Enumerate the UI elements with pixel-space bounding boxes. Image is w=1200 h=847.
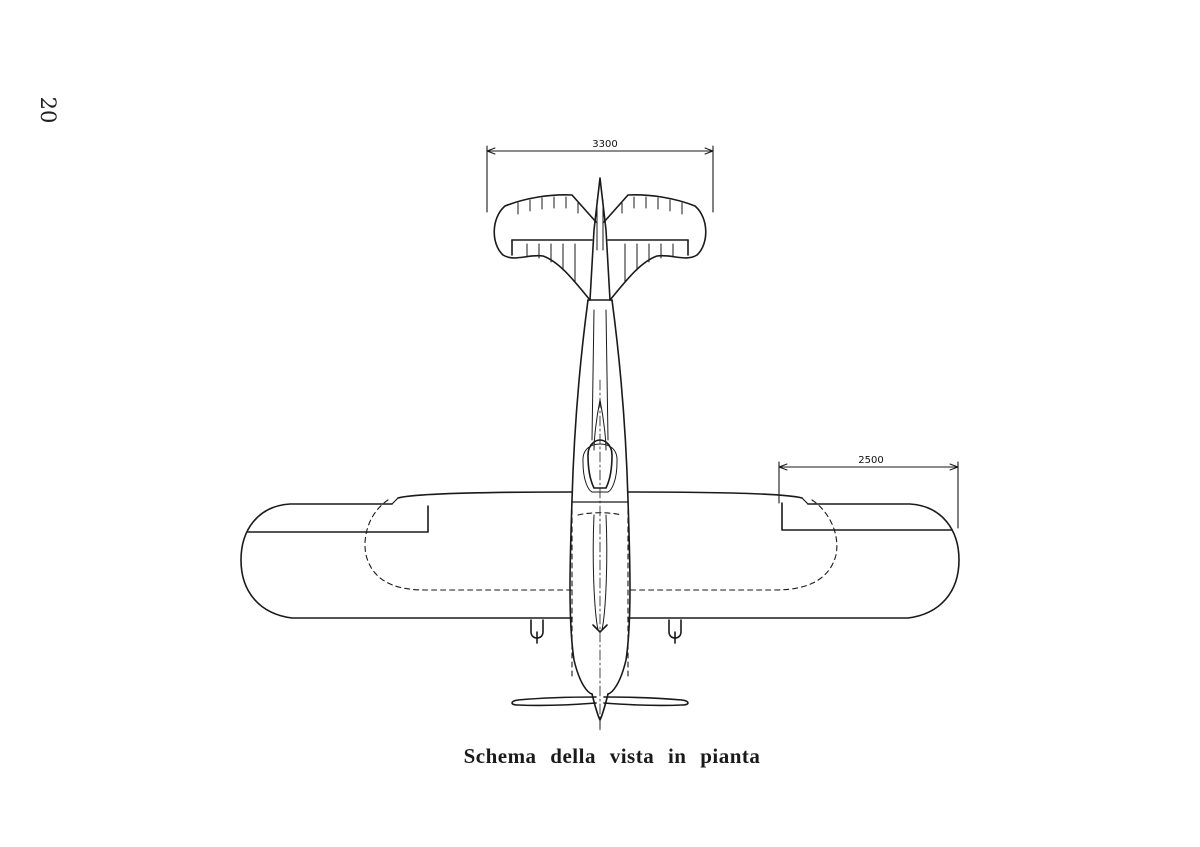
propeller	[511, 696, 689, 729]
horizontal-tail-right	[603, 194, 707, 301]
tailplane-span-label: 3300	[592, 139, 617, 150]
fuselage	[569, 177, 631, 721]
landing-gear	[530, 619, 682, 644]
wing	[240, 491, 960, 619]
hidden-outlines	[364, 499, 838, 681]
figure-caption: Schema della vista in pianta	[463, 744, 761, 768]
cockpit	[582, 439, 618, 493]
horizontal-tail-left	[493, 194, 597, 301]
flap-dimension	[778, 461, 959, 529]
tailplane-dimension	[486, 145, 714, 213]
flap-span-label: 2500	[858, 455, 883, 466]
